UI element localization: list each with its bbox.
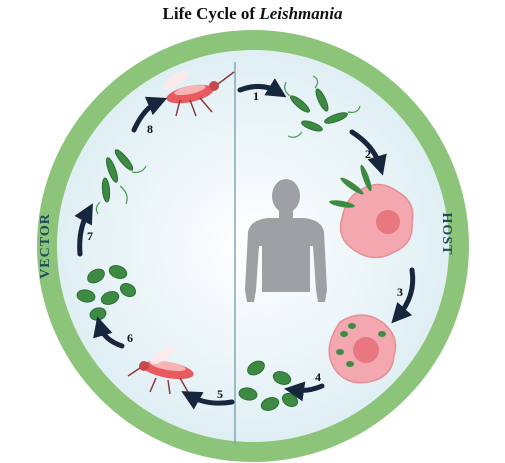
step-label-3: 3 bbox=[397, 285, 403, 299]
arrow-step-4 bbox=[284, 381, 325, 402]
mosquito-bottom-icon bbox=[127, 347, 194, 395]
arrow-step-1 bbox=[237, 78, 287, 98]
step-label-4: 4 bbox=[315, 370, 321, 384]
arrow-step-5 bbox=[181, 391, 235, 410]
promastigotes-stage-8 bbox=[95, 149, 147, 215]
outer-ring bbox=[37, 30, 469, 462]
step-label-8: 8 bbox=[147, 122, 153, 136]
arrow-step-8 bbox=[131, 96, 168, 133]
step-label-1: 1 bbox=[253, 89, 259, 103]
arrow-step-2 bbox=[349, 129, 387, 176]
step-label-2: 2 bbox=[365, 147, 371, 161]
cycle-arrows bbox=[74, 78, 416, 410]
arrow-step-7 bbox=[74, 203, 93, 257]
macrophage-infection-stage-2 bbox=[329, 164, 414, 259]
host-label: HOST bbox=[439, 213, 454, 256]
step-label-7: 7 bbox=[87, 229, 93, 243]
infected-macrophage-stage-3 bbox=[328, 314, 397, 384]
arrow-step-3 bbox=[391, 267, 416, 324]
arrow-step-6 bbox=[93, 316, 125, 349]
step-label-6: 6 bbox=[127, 331, 133, 345]
vector-label: VECTOR bbox=[38, 213, 53, 279]
human-silhouette bbox=[245, 179, 327, 302]
diagram-title: Life Cycle of Leishmania bbox=[162, 4, 343, 23]
step-label-5: 5 bbox=[217, 387, 223, 401]
mosquito-top-icon bbox=[164, 70, 235, 117]
